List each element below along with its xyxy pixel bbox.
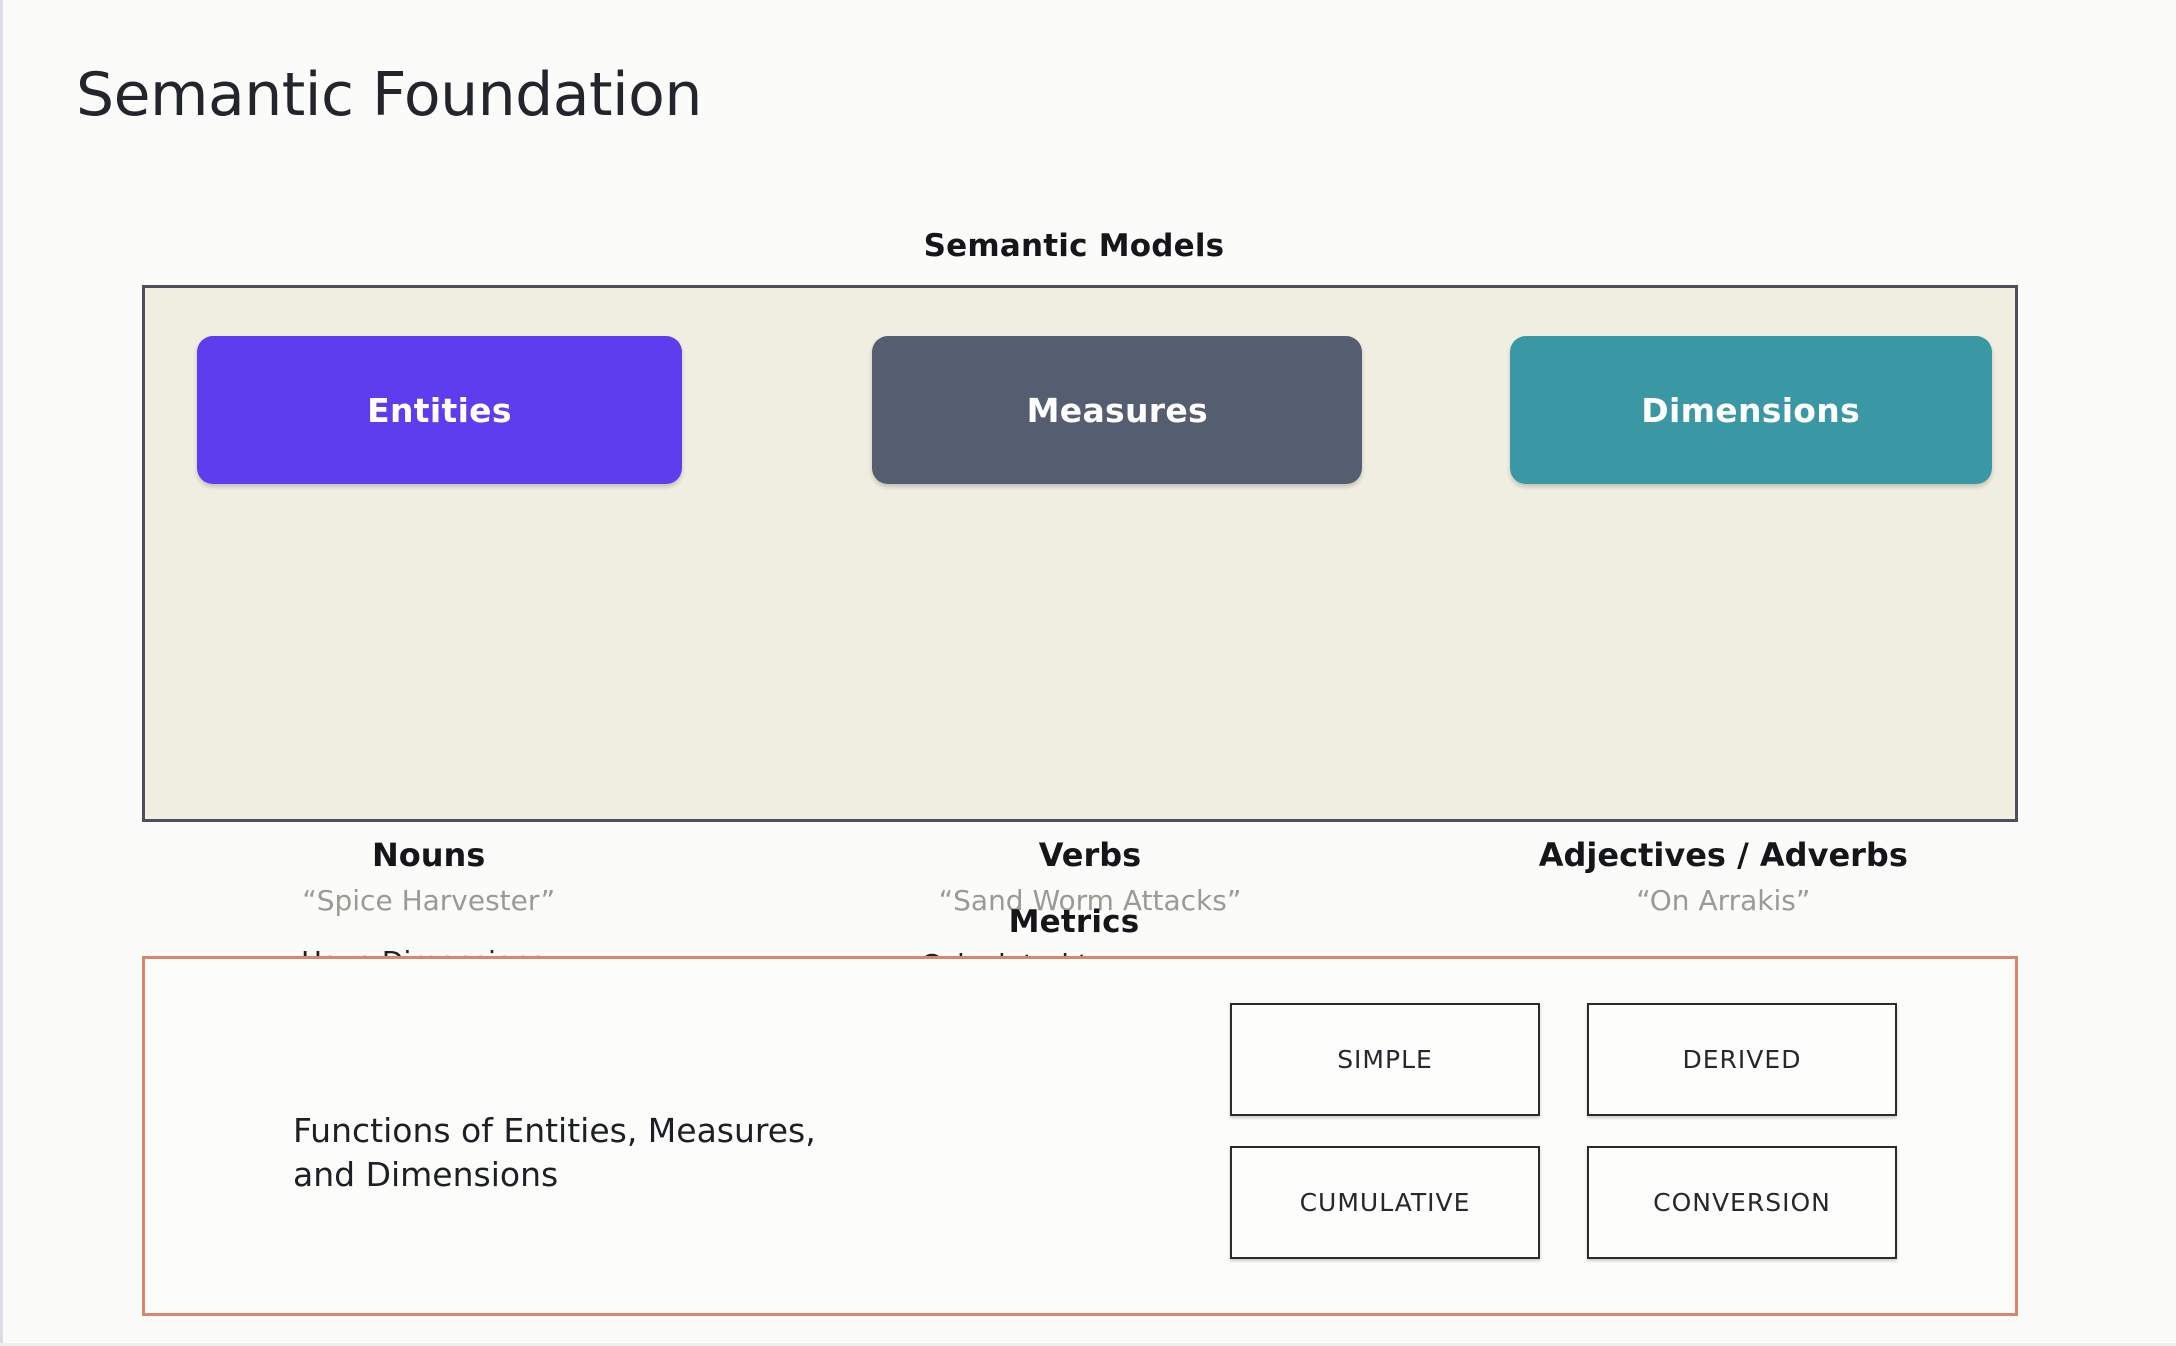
metric-type-simple[interactable]: SIMPLE (1230, 1003, 1540, 1116)
entities-example: “Spice Harvester” (302, 884, 556, 917)
dimensions-chip[interactable]: Dimensions (1509, 336, 1992, 484)
left-page-edge (0, 0, 3, 1346)
bottom-page-edge (0, 1343, 2176, 1346)
metric-type-conversion[interactable]: CONVERSION (1587, 1146, 1897, 1259)
semantic-models-panel: Entities Nouns “Spice Harvester” Have Di… (142, 285, 2018, 1030)
semantic-model-column-entities: Entities Nouns “Spice Harvester” Have Di… (145, 288, 768, 1017)
metrics-description-line-1: Functions of Entities, Measures, (293, 1111, 816, 1150)
page-title: Semantic Foundation (76, 60, 702, 130)
metrics-header: Metrics (0, 904, 2176, 940)
metrics-header-label: Metrics (1008, 904, 1140, 940)
entities-chip[interactable]: Entities (197, 336, 682, 484)
metrics-description-line-2: and Dimensions (293, 1154, 559, 1194)
metric-type-grid: SIMPLE DERIVED CUMULATIVE CONVERSION (1230, 1003, 1897, 1259)
metrics-description: Functions of Entities, Measures, and Dim… (293, 1109, 816, 1197)
dimensions-part-of-speech: Adjectives / Adverbs (1538, 836, 1908, 874)
dimensions-example: “On Arrakis” (1636, 884, 1811, 917)
metric-type-cumulative[interactable]: CUMULATIVE (1230, 1146, 1540, 1259)
measures-part-of-speech: Verbs (1038, 836, 1142, 874)
measures-chip[interactable]: Measures (872, 336, 1363, 484)
semantic-models-header: Semantic Models (0, 228, 2176, 264)
metric-type-derived[interactable]: DERIVED (1587, 1003, 1897, 1116)
measures-example: “Sand Worm Attacks” (938, 884, 1242, 917)
entities-part-of-speech: Nouns (371, 836, 486, 874)
metrics-panel: Functions of Entities, Measures, and Dim… (142, 956, 2018, 1316)
semantic-model-column-measures: Measures Verbs “Sand Worm Attacks” Calcu… (768, 288, 1391, 1018)
semantic-model-column-dimensions: Dimensions Adjectives / Adverbs “On Arra… (1392, 288, 2015, 1030)
semantic-models-header-label: Semantic Models (923, 228, 1225, 264)
semantic-models-columns: Entities Nouns “Spice Harvester” Have Di… (145, 288, 2015, 1030)
